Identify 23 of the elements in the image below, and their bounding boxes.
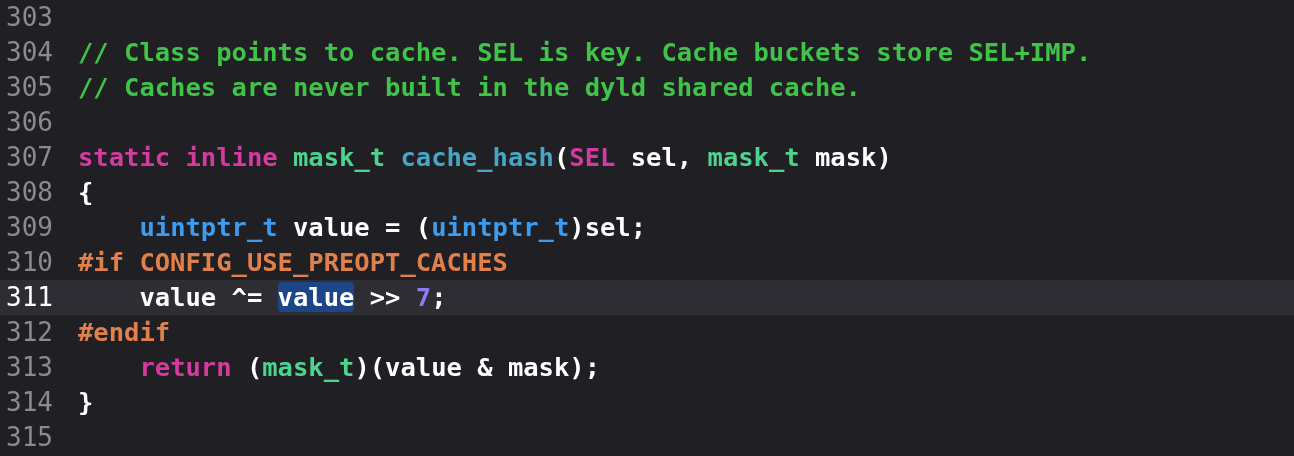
line-number: 306 — [6, 106, 52, 139]
code-comment: // Caches are never built in the dyld shared cache. — [78, 71, 861, 104]
line-number: 308 — [6, 176, 52, 209]
code-comment: // Class points to cache. SEL is key. Cache buckets store SEL+IMP. — [78, 36, 1092, 69]
line-number: 312 — [6, 316, 52, 349]
line-number: 309 — [6, 211, 52, 244]
line-number: 313 — [6, 351, 52, 384]
line-number: 304 — [6, 36, 52, 69]
code-line: uintptr_t value = (uintptr_t)sel; — [138, 211, 647, 244]
line-number: 315 — [6, 421, 52, 454]
code-line: { — [78, 176, 94, 209]
code-line: #if CONFIG_USE_PREOPT_CACHES — [78, 246, 508, 279]
line-number: 310 — [6, 246, 52, 279]
line-number: 311 — [6, 281, 52, 314]
line-number: 314 — [6, 386, 52, 419]
line-number: 303 — [6, 1, 52, 34]
code-line: } — [78, 386, 94, 419]
code-line: static inline mask_t cache_hash(SEL sel, mask_t mask) — [78, 141, 892, 174]
line-number: 305 — [6, 71, 52, 104]
code-line: return (mask_t)(value & mask); — [138, 351, 601, 384]
line-number: 307 — [6, 141, 52, 174]
code-line: value ^= value >> 7; — [138, 281, 447, 314]
code-line: #endif — [78, 316, 171, 349]
